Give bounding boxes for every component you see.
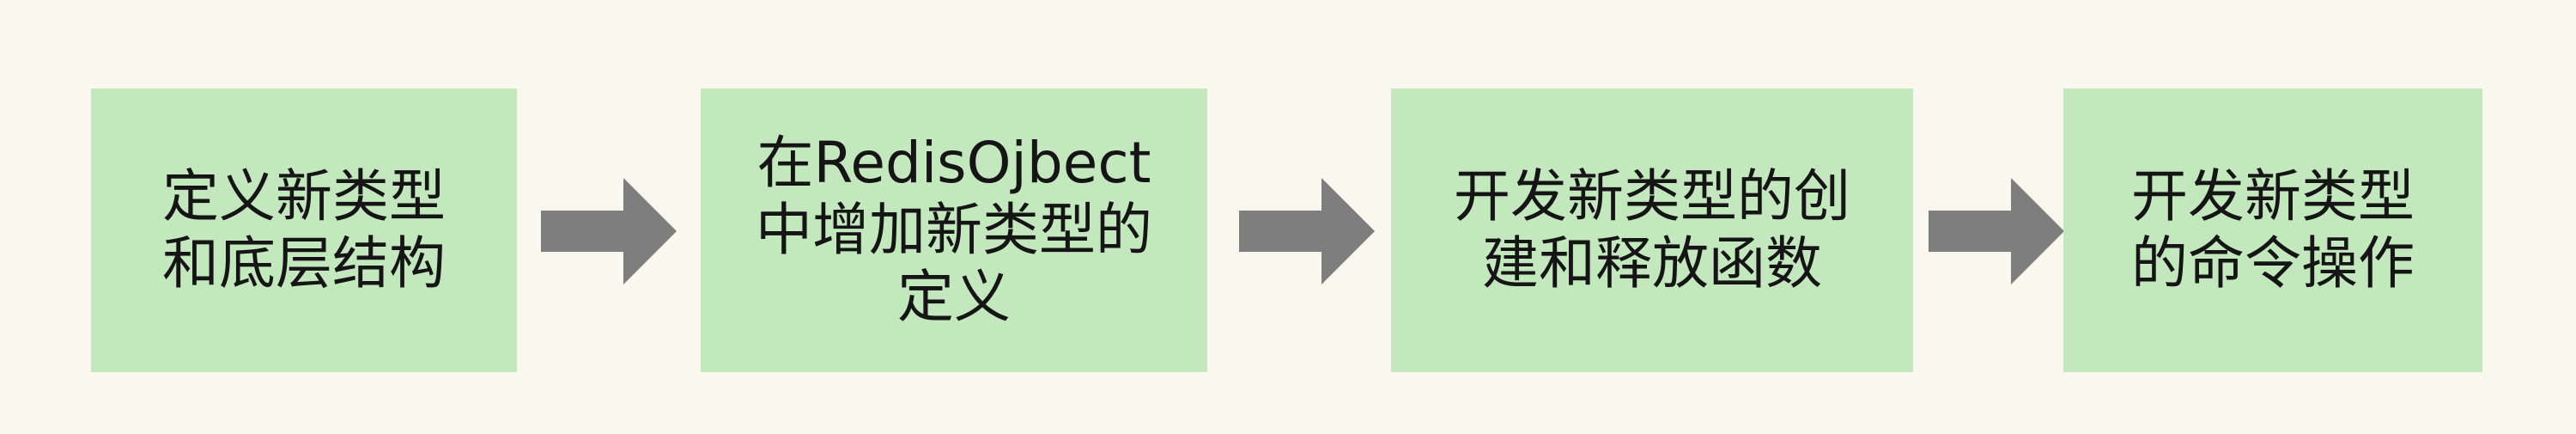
step-text-define-type: 定义新类型 和底层结构 [162, 163, 446, 296]
step-box-command-operations: 开发新类型 的命令操作 [2063, 89, 2482, 372]
step-text-command-operations: 开发新类型 的命令操作 [2131, 163, 2415, 296]
step-box-create-release-functions: 开发新类型的创 建和释放函数 [1391, 89, 1913, 372]
step-box-redisobject-definition: 在RedisOjbect 中增加新类型的 定义 [701, 89, 1207, 372]
step-text-redisobject-definition: 在RedisOjbect 中增加新类型的 定义 [756, 130, 1152, 330]
step-text-create-release-functions: 开发新类型的创 建和释放函数 [1454, 163, 1850, 296]
right-arrow-icon [1239, 178, 1375, 284]
right-arrow-icon [541, 178, 677, 284]
step-box-define-type: 定义新类型 和底层结构 [91, 89, 517, 372]
right-arrow-icon [1929, 178, 2064, 284]
